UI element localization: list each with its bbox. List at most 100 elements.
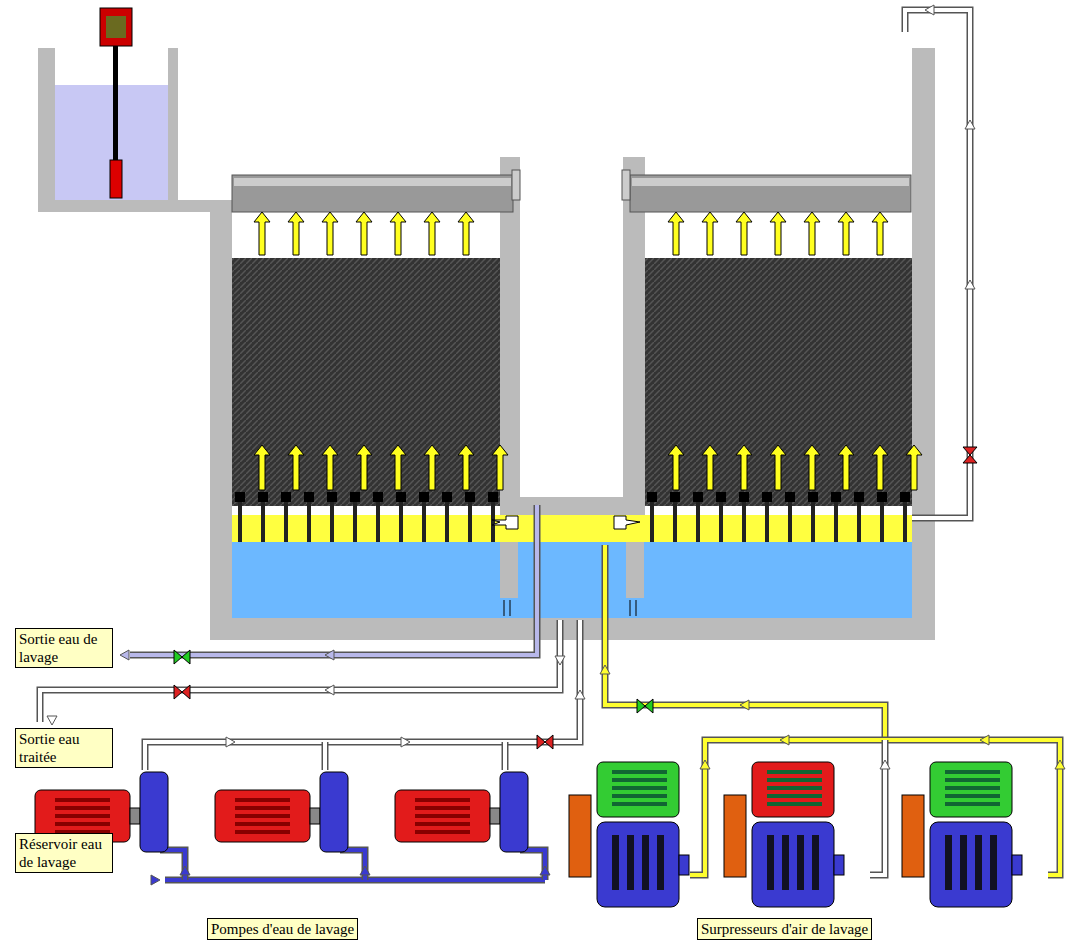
- belt-guard: [902, 795, 924, 877]
- nozzle: [327, 492, 337, 502]
- pipe: [145, 620, 580, 770]
- blower-fin: [945, 835, 952, 890]
- air-arrow: [492, 445, 508, 490]
- nozzle: [854, 492, 864, 502]
- pipe: [503, 742, 507, 770]
- nozzle: [785, 492, 795, 502]
- pipe: [322, 742, 329, 770]
- pipe: [870, 740, 885, 875]
- label-box: Sortie eau de lavage: [15, 628, 113, 668]
- flow-arrowhead: [575, 690, 585, 699]
- coupling: [310, 808, 320, 824]
- label-box: Surpresseurs d'air de lavage: [697, 918, 872, 940]
- flow-arrowhead: [120, 650, 129, 660]
- nozzle: [465, 492, 475, 502]
- pump-motor: [395, 790, 490, 842]
- nozzle: [762, 492, 772, 502]
- belt-guard: [724, 795, 746, 877]
- blower-motor: [752, 762, 834, 817]
- motor-fin: [235, 806, 290, 810]
- air-arrow: [668, 212, 684, 255]
- pump-body: [500, 772, 528, 852]
- air-arrow: [390, 445, 406, 490]
- blower-outlet: [679, 855, 689, 875]
- flow-arrowhead: [965, 120, 975, 129]
- wash-trough: [630, 175, 911, 212]
- nozzle: [373, 492, 383, 502]
- motor-fin: [767, 786, 822, 790]
- flow-arrowhead: [880, 760, 890, 769]
- blower-body: [930, 822, 1012, 907]
- nozzle-stem: [696, 502, 700, 542]
- pipe: [905, 10, 970, 518]
- motor-fin: [235, 814, 290, 818]
- motor-fin: [767, 802, 822, 806]
- pipe: [605, 545, 885, 740]
- label-text: Sortie eau traitée: [19, 730, 109, 766]
- pump-motor: [215, 790, 310, 842]
- flow-arrowhead: [180, 866, 190, 875]
- flow-arrowhead: [151, 875, 160, 885]
- motor-fin: [235, 822, 290, 826]
- air-arrow: [458, 445, 474, 490]
- air-arrow: [254, 212, 270, 255]
- motor-fin: [55, 806, 110, 810]
- blower-outlet: [834, 855, 844, 875]
- pipe: [130, 505, 537, 655]
- motor-fin: [945, 802, 1000, 806]
- label-text: Pompes d'eau de lavage: [211, 920, 354, 938]
- pipe: [502, 742, 509, 770]
- nozzle: [304, 492, 314, 502]
- blower-fin: [975, 835, 982, 890]
- air-arrow: [254, 445, 270, 490]
- motor-fin: [767, 770, 822, 774]
- nozzle: [258, 492, 268, 502]
- flow-arrowhead: [540, 866, 550, 875]
- coupling: [490, 808, 500, 824]
- air-arrow: [458, 212, 474, 255]
- blower-fin: [990, 835, 997, 890]
- nozzle-stem: [765, 502, 769, 542]
- label-text: Sortie eau de lavage: [19, 630, 109, 666]
- plenum-water: [232, 542, 912, 618]
- nozzle-stem: [834, 502, 838, 542]
- flow-arrowhead: [325, 650, 334, 660]
- motor-fin: [945, 778, 1000, 782]
- nozzle: [877, 492, 887, 502]
- nozzle: [716, 492, 726, 502]
- nozzle-stem: [719, 502, 723, 542]
- air-arrow: [804, 212, 820, 255]
- motor-fin: [767, 778, 822, 782]
- air-arrow: [356, 445, 372, 490]
- filter-wall: [210, 200, 232, 640]
- nozzle-stem: [903, 502, 907, 542]
- air-arrow: [736, 445, 752, 490]
- nozzle-stem: [857, 502, 861, 542]
- flow-arrowhead: [980, 735, 989, 745]
- air-arrow: [736, 212, 752, 255]
- nozzle-stem: [261, 502, 265, 542]
- flow-arrowhead: [700, 760, 710, 769]
- blower-fin: [657, 835, 664, 890]
- nozzle: [442, 492, 452, 502]
- air-arrow: [702, 445, 718, 490]
- filter-media: [232, 258, 500, 506]
- nozzle-stem: [491, 502, 495, 542]
- motor-fin: [55, 798, 110, 802]
- blower-fin: [812, 835, 819, 890]
- air-arrow: [804, 445, 820, 490]
- nozzle: [647, 492, 657, 502]
- motor-fin: [415, 814, 470, 818]
- blower-body: [752, 822, 834, 907]
- tank-water: [55, 85, 170, 200]
- air-arrow: [838, 445, 854, 490]
- flow-arrowhead: [360, 866, 370, 875]
- pipe: [165, 878, 545, 882]
- nozzle-stem: [742, 502, 746, 542]
- motor-fin: [612, 794, 667, 798]
- pipe: [690, 790, 705, 875]
- motor-fin: [612, 802, 667, 806]
- valve: [637, 699, 653, 713]
- flow-arrowhead: [47, 716, 57, 725]
